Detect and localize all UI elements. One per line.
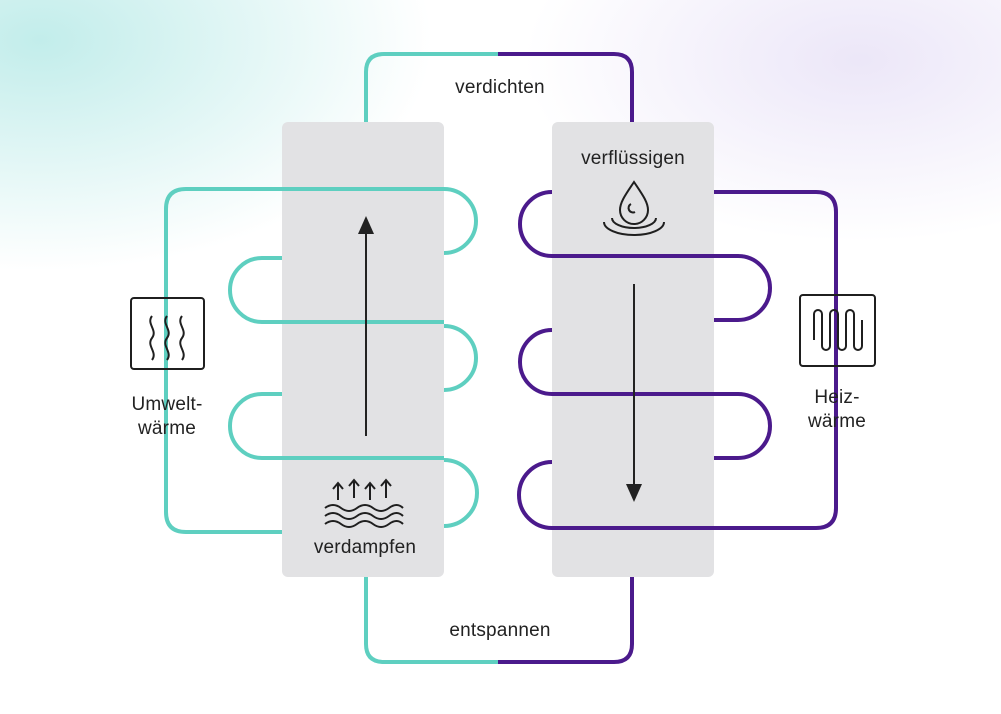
condenser-coil-left-1 <box>518 190 772 322</box>
expand-label: entspannen <box>449 620 551 641</box>
evaporator-loop <box>164 52 498 664</box>
condense-label: verflüssigen <box>581 148 685 169</box>
compress-label: verdichten <box>455 77 545 98</box>
evaporate-label: verdampfen <box>313 537 417 558</box>
heating-heat-label-line2: wärme <box>807 411 866 432</box>
droplet-icon <box>603 180 665 236</box>
radiator-coil-icon <box>799 294 876 367</box>
upward-flow-arrow <box>358 216 374 436</box>
condenser-loop <box>498 52 838 664</box>
evaporator-coil-right-2 <box>443 324 478 392</box>
compressor-to-condenser <box>498 52 634 122</box>
evaporator-coil-right-1 <box>443 187 478 255</box>
condenser-coil-left-3 <box>517 460 553 530</box>
evaporator-panel <box>282 122 444 577</box>
evaporation-icon <box>324 478 404 528</box>
evaporator-coil-right-3 <box>443 458 479 528</box>
ambient-heat-label-line2: wärme <box>137 418 196 439</box>
ambient-heat-label: Umwelt- wärme <box>112 393 222 441</box>
downward-flow-arrow <box>626 284 642 502</box>
evaporator-outer-loop <box>164 187 444 534</box>
heat-waves-icon <box>130 297 205 370</box>
heating-heat-label: Heiz- wärme <box>782 386 892 434</box>
evaporator-to-compressor <box>364 52 498 122</box>
condenser-to-expansion <box>498 577 634 664</box>
condenser-coil-left-2 <box>518 328 772 460</box>
condenser-outer-loop <box>552 190 838 530</box>
heating-heat-label-line1: Heiz- <box>814 387 860 408</box>
expansion-to-evaporator <box>364 577 498 664</box>
evaporator-coil-left-1 <box>228 256 444 324</box>
ambient-heat-label-line1: Umwelt- <box>131 394 203 415</box>
evaporator-coil-left-2 <box>228 392 444 460</box>
